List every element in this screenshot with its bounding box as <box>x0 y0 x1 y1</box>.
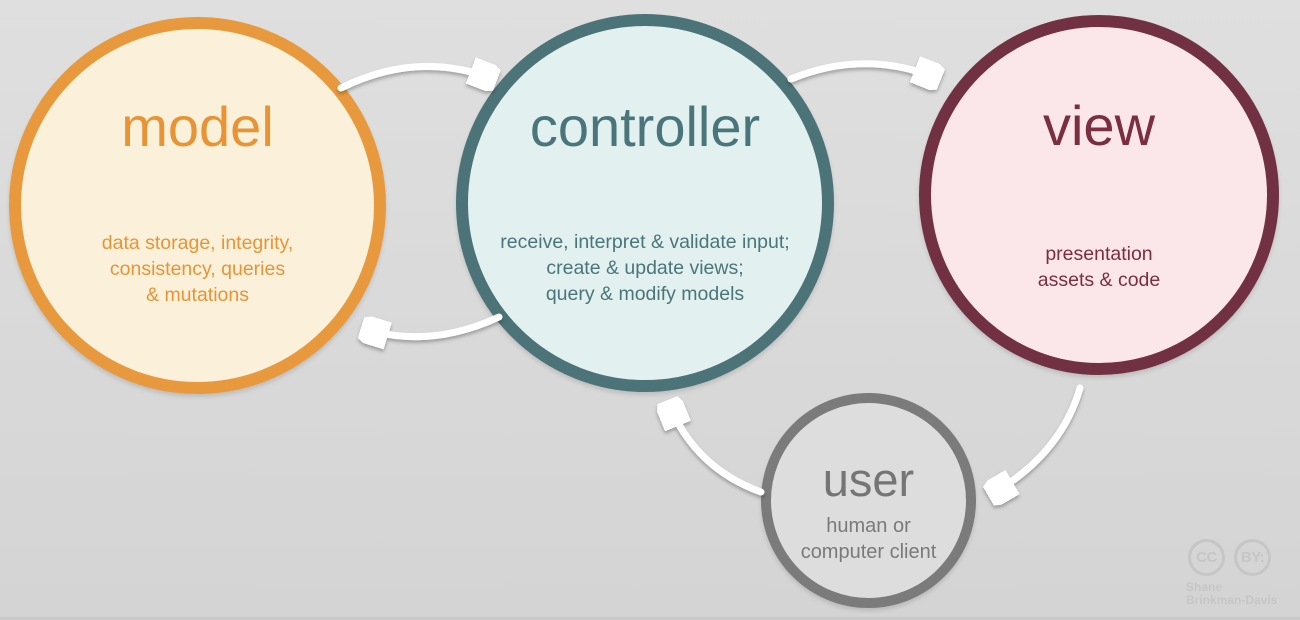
user-title: user <box>822 453 915 506</box>
by-license-icon: BY: <box>1234 539 1271 576</box>
view-description: presentation assets & code <box>931 241 1267 293</box>
user-description-line: human or <box>826 515 911 537</box>
arrow-view-to-user-icon <box>992 384 1084 494</box>
controller-description-line: query & modify models <box>545 283 745 305</box>
controller-node: controller receive, interpret & validate… <box>456 14 834 392</box>
user-description-line: computer client <box>800 541 937 563</box>
controller-title: controller <box>529 95 761 158</box>
cc-license-icon: CC <box>1188 539 1225 576</box>
arrow-controller-to-model-icon <box>365 313 503 337</box>
view-description-line: presentation <box>1045 243 1153 265</box>
arrow-model-to-controller-icon <box>337 66 493 88</box>
view-title: view <box>1042 94 1156 157</box>
arrow-controller-to-view-icon <box>787 64 937 79</box>
license-badges: CC BY: <box>1188 539 1284 576</box>
author-credit: Shane Brinkman-Davis <box>1186 581 1284 607</box>
model-description: data storage, integrity, consistency, qu… <box>21 230 374 308</box>
author-name-line: Brinkman-Davis <box>1186 593 1278 607</box>
user-node: user human or computer client <box>761 393 976 608</box>
model-description-line: data storage, integrity, <box>101 232 294 254</box>
view-node: view presentation assets & code <box>919 15 1279 375</box>
controller-description-line: create & update views; <box>546 257 744 279</box>
controller-description: receive, interpret & validate input; cre… <box>468 229 822 307</box>
model-description-line: & mutations <box>146 284 249 306</box>
attribution: CC BY: Shane Brinkman-Davis <box>1186 539 1284 607</box>
user-description: human or computer client <box>771 513 966 565</box>
model-node: model data storage, integrity, consisten… <box>9 17 386 394</box>
view-description-line: assets & code <box>1037 269 1161 291</box>
author-name-line: Shane <box>1186 580 1223 594</box>
controller-description-line: receive, interpret & validate input; <box>500 231 790 253</box>
model-description-line: consistency, queries <box>109 258 286 280</box>
model-title: model <box>121 95 274 158</box>
arrow-user-to-controller-icon <box>669 404 765 496</box>
